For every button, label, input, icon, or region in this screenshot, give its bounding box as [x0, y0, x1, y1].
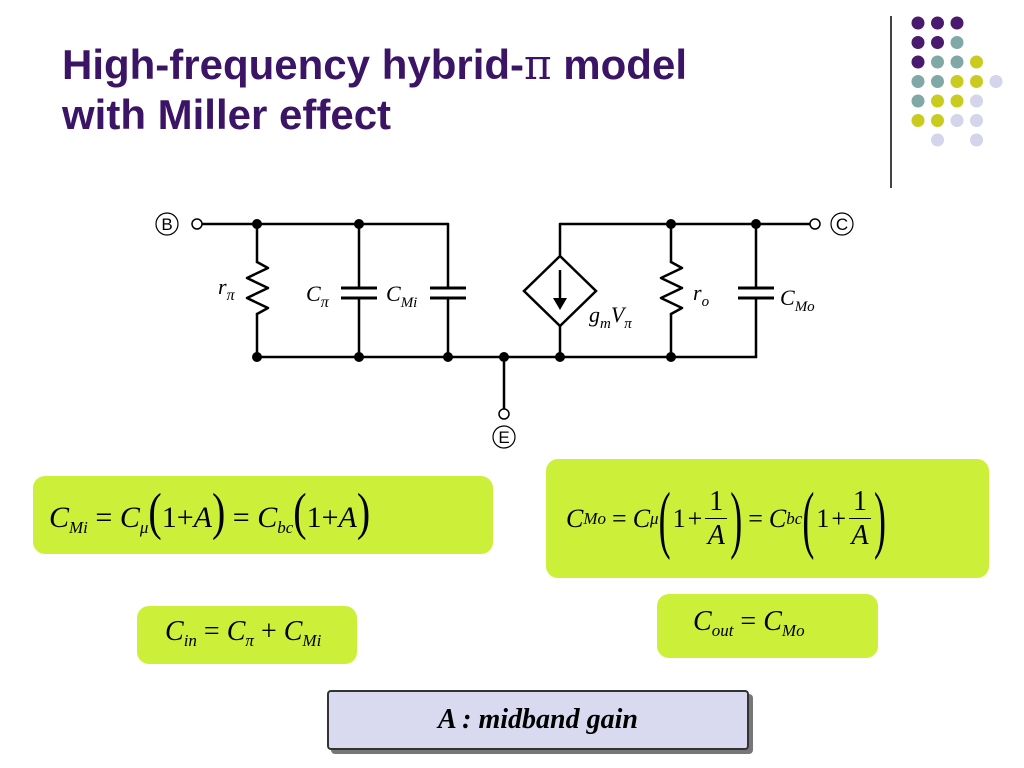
decor-dot	[950, 75, 964, 88]
title-line-1: High-frequency hybrid-π model	[62, 40, 687, 89]
node-e-text: E	[498, 428, 509, 447]
decor-dot	[931, 94, 944, 108]
equation-box-cmi: CMi = Cμ(1+A) = Cbc(1+A)	[33, 476, 493, 554]
decor-dot	[931, 133, 944, 147]
decor-dot	[911, 94, 925, 108]
label-r-pi: rπ	[218, 274, 236, 304]
decor-dot	[970, 114, 983, 127]
decor-dot	[931, 55, 944, 69]
decor-dot	[911, 36, 925, 49]
decor-dot	[950, 94, 964, 108]
junction-dots	[252, 219, 761, 362]
slide-title: High-frequency hybrid-π model with Mille…	[62, 40, 822, 140]
terminals	[191, 218, 821, 420]
decor-dot	[970, 55, 983, 69]
label-gm-vpi: gmVπ	[589, 302, 632, 332]
label-c-mo: CMo	[780, 285, 815, 315]
node-c-text: C	[836, 215, 848, 234]
node-label-b: B	[155, 212, 179, 236]
decor-dot	[911, 16, 925, 30]
decor-dot	[931, 16, 944, 30]
decor-dot	[931, 114, 944, 127]
circuit-wires	[200, 222, 812, 411]
decor-dot	[989, 75, 1003, 88]
decorative-divider	[890, 16, 892, 188]
midband-gain-note: A : midband gain	[327, 690, 749, 750]
decor-dot	[970, 133, 983, 147]
midband-gain-text: A : midband gain	[438, 704, 638, 735]
equation-box-cout: Cout = CMo	[657, 594, 878, 658]
capacitor-plates	[341, 286, 774, 300]
equation-cout: Cout = CMo	[693, 606, 805, 640]
decorative-dot-grid	[911, 16, 1003, 147]
decor-dot	[970, 75, 983, 88]
dependent-current-source	[522, 254, 598, 328]
equation-cin: Cin = Cπ + CMi	[165, 616, 322, 650]
decor-dot	[950, 114, 964, 127]
label-r-o: ro	[693, 280, 710, 310]
decor-dot	[970, 94, 983, 108]
title-line-2: with Miller effect	[62, 91, 392, 138]
node-label-e: E	[492, 425, 516, 449]
equation-cmi: CMi = Cμ(1+A) = Cbc(1+A)	[49, 482, 371, 541]
equation-box-cin: Cin = Cπ + CMi	[137, 606, 357, 664]
decor-dot	[950, 36, 964, 49]
node-label-c: C	[830, 212, 854, 236]
node-b-text: B	[161, 215, 172, 234]
decor-dot	[931, 75, 944, 88]
label-c-pi: Cπ	[306, 281, 330, 311]
decor-dot	[911, 75, 925, 88]
decor-dot	[911, 55, 925, 69]
decor-dot	[911, 114, 925, 127]
decor-dot	[950, 55, 964, 69]
decor-dot	[931, 36, 944, 49]
decor-dot	[950, 16, 964, 30]
label-c-mi: CMi	[386, 281, 417, 311]
